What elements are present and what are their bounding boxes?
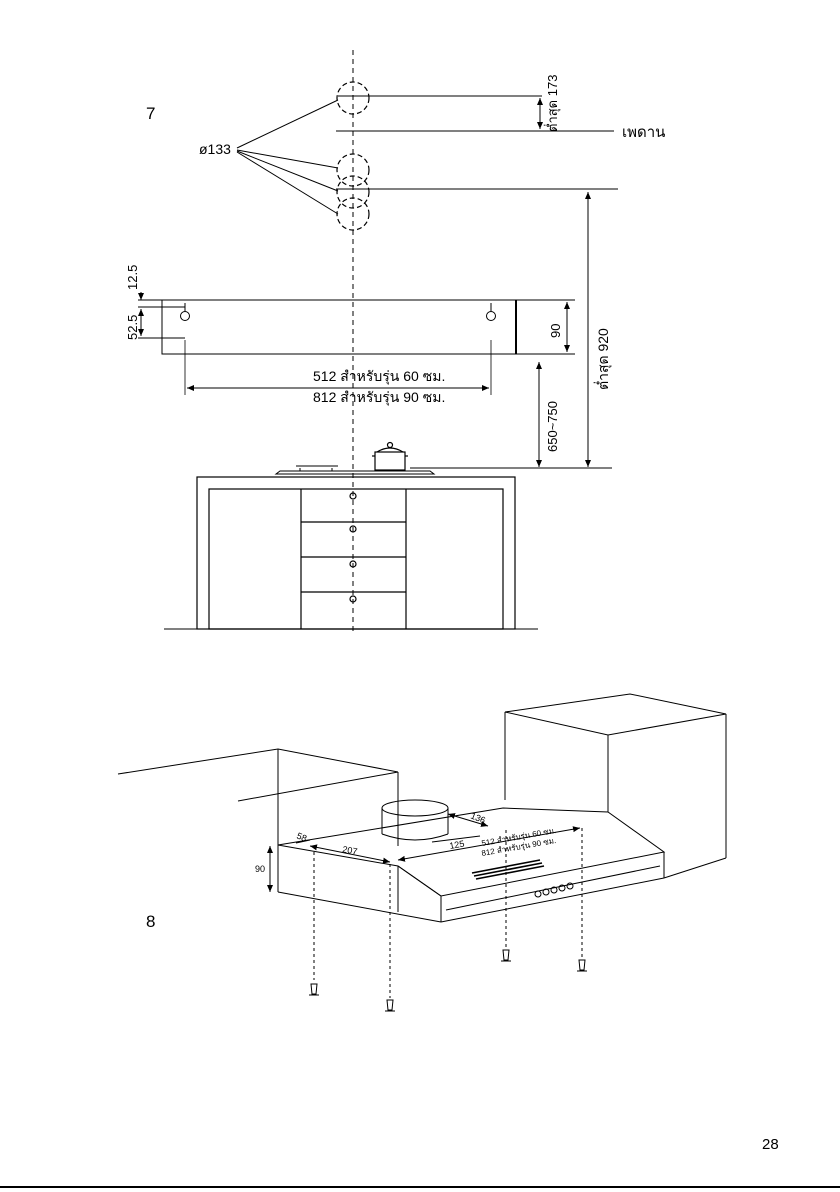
control-buttons: [535, 883, 573, 897]
vent-grille: [472, 860, 544, 879]
dim-width-60-label: 512 สำหรับรุ่น 60 ซม.: [313, 368, 445, 385]
fig8-dim-90-label: 90: [255, 864, 265, 874]
dim-173-label: ต่ำสุด 173: [544, 75, 561, 132]
cooking-pot-icon: [372, 443, 408, 471]
right-wall-cabinet: [505, 694, 726, 878]
screw-icon: [309, 950, 587, 1011]
fig8-dim-207-label: 207: [342, 844, 359, 856]
figure-7: ø133 เพดาน ต่ำสุด 173 ต่ำสุด 920: [125, 50, 665, 632]
bottom-rule: [0, 1186, 840, 1188]
hood-body: [278, 808, 664, 922]
kitchen-counter: [197, 477, 515, 629]
dim-650-750-label: 650~750: [545, 401, 560, 452]
gas-hob: [276, 466, 434, 474]
duct-collar: [382, 800, 448, 840]
dim-90-label: 90: [548, 324, 563, 338]
mounting-bracket: [162, 300, 516, 354]
figure-8: [118, 694, 726, 1011]
dim-12-5-label: 12.5: [125, 265, 140, 290]
dim-52-5-label: 52.5: [125, 315, 140, 340]
dim-920-label: ต่ำสุด 920: [594, 328, 612, 390]
keyhole-slot-icon: [181, 303, 496, 321]
dim-width-90-label: 812 สำหรับรุ่น 90 ซม.: [313, 389, 445, 406]
page-number: 28: [762, 1136, 779, 1153]
ceiling-label: เพดาน: [622, 124, 665, 141]
diameter-leaders: [237, 100, 338, 214]
fig8-dim-136-label: 136: [469, 811, 487, 826]
diameter-label: ø133: [199, 141, 231, 157]
